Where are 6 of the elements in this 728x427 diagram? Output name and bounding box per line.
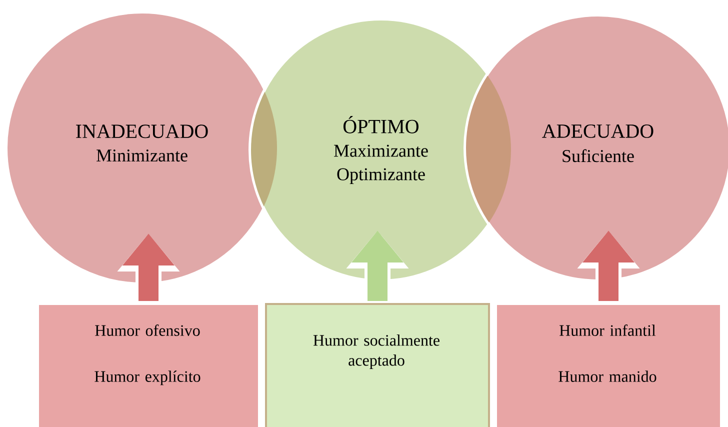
example-box <box>265 302 490 427</box>
box-text: Humor ofensivo Humor explícito <box>94 324 200 386</box>
box-text: Humor socialmente aceptado <box>313 334 440 370</box>
box-text: Humor infantil Humor manido <box>558 324 656 382</box>
example-box <box>495 302 722 427</box>
example-box <box>37 302 260 427</box>
